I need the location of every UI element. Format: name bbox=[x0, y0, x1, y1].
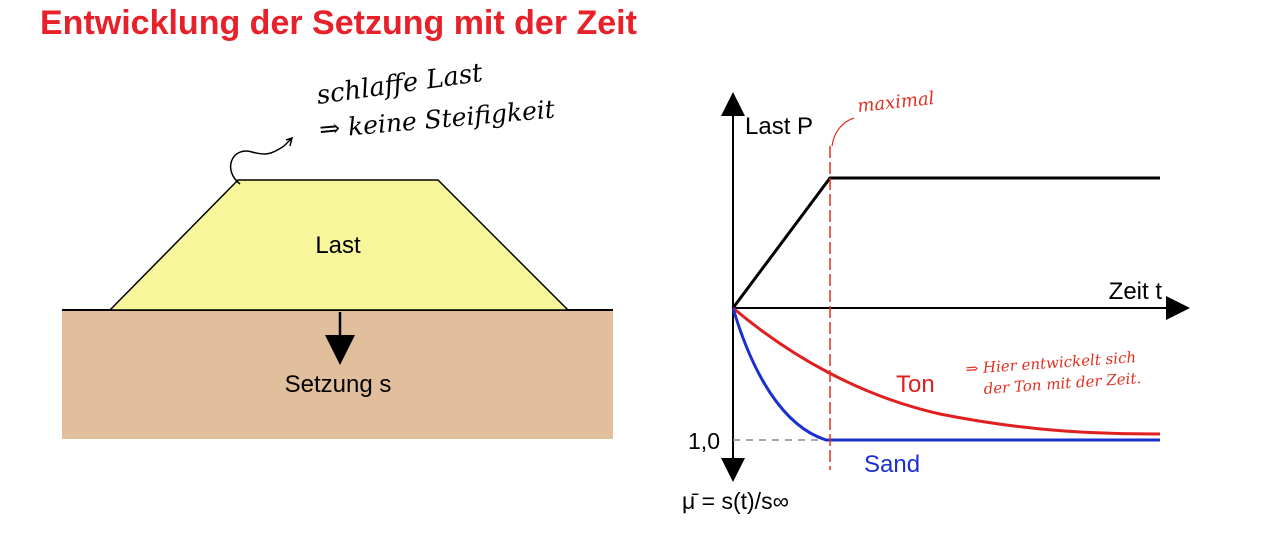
embankment-diagram: Last Setzung s bbox=[62, 179, 613, 439]
sand-label: Sand bbox=[864, 451, 920, 478]
marker-bracket bbox=[831, 117, 855, 147]
handwritten-note-flexible-load: schlaffe Last ⇒ keine Steifigkeit bbox=[229, 58, 557, 185]
soil-block bbox=[62, 310, 613, 439]
handwritten-maximal: maximal bbox=[856, 88, 935, 117]
y-axis-label-bottom: μ̄ = s(t)/s∞ bbox=[682, 488, 789, 514]
tick-label-1-0: 1,0 bbox=[688, 428, 720, 454]
load-embankment bbox=[108, 179, 570, 311]
ton-curve bbox=[732, 306, 1161, 436]
load-label: Last bbox=[315, 232, 361, 259]
x-axis-label: Zeit t bbox=[1109, 278, 1163, 305]
load-curve bbox=[731, 176, 1160, 309]
page-title: Entwicklung der Setzung mit der Zeit bbox=[40, 4, 637, 42]
settlement-time-chart: Last P Zeit t 1,0 Ton Sand μ̄ = s(t)/s∞ bbox=[682, 92, 1190, 514]
settlement-label: Setzung s bbox=[285, 371, 392, 398]
handwritten-red-notes: maximal ⇒ Hier entwickelt sich der Ton m… bbox=[856, 88, 1141, 398]
sand-curve bbox=[731, 307, 1160, 442]
ton-label: Ton bbox=[896, 371, 935, 398]
y-axis-label-top: Last P bbox=[745, 113, 813, 140]
handwritten-pointer-head bbox=[283, 136, 294, 147]
handwritten-pointer-curve bbox=[229, 145, 285, 185]
